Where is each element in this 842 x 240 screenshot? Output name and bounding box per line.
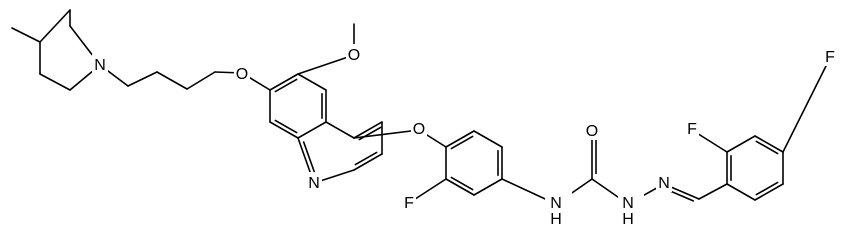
atom-n-quinoline: N [306,172,322,192]
atom-o-carbonyl-label: O [586,123,598,140]
bond-r4-fp [782,57,831,153]
atom-nh-urea-h-label: H [550,211,562,224]
atom-o-methoxy: O [346,44,362,64]
bond-c6-om [297,54,355,75]
atom-o-aryl-ether: O [411,118,427,138]
bond-me4-pc4 [11,27,41,43]
atom-f-para: F [823,46,837,66]
atom-n-imine: N [656,172,672,192]
bond-r2-r3 [726,135,756,153]
atom-f-ortho-label: F [687,121,697,138]
atom-f-ortho: F [685,118,699,138]
chemical-structure-diagram: O O N O N F NH O NH N F F [11,9,837,224]
bond-c4-c3 [353,121,383,139]
bond-b1-b2-double [450,135,474,150]
atom-f-phenyl: F [402,192,416,212]
bond-c8a-c8 [269,121,299,139]
atom-nh-hydrazide-n-label: N [622,195,634,212]
bond-pc3a-pc2a [39,73,71,91]
bond-ch-r1 [698,183,728,200]
bond-b5-b6 [445,178,475,196]
atom-nh-hydrazide: NH [618,192,644,224]
bond-c7-c6 [269,73,299,91]
bond-r6-r1 [726,183,756,201]
bond-c4a-c4 [325,121,355,139]
bond-c6-c5 [297,73,327,91]
bond-c7-c6-double [274,78,298,93]
bond-b4-b5 [473,178,503,196]
atom-f-para-label: F [825,49,835,66]
bond-r5-r6 [754,183,784,201]
atom-nh-urea: NH [545,192,572,224]
bond-nq-c8a-double [302,141,317,178]
bond-lines [11,9,831,205]
bond-b2-b3 [473,130,503,148]
bond-b1-b2 [445,130,475,148]
atom-o-methoxy-label: O [348,47,360,64]
atom-n-piperidine-label: N [94,57,106,74]
bond-c4a-c8a [297,121,327,139]
bond-r3-r4 [754,135,784,153]
atom-n-quinoline-label: N [308,175,320,192]
bond-c8a-c8-double [274,119,298,134]
bond-ch2c-ch2d [186,71,216,90]
atom-nh-urea-n-label: N [550,195,562,212]
atom-n-piperidine: N [92,54,108,74]
atom-o-propoxy: O [234,63,250,83]
atom-f-phenyl-label: F [404,195,414,212]
bond-r5-r6-double [755,181,779,196]
bond-r3-r4-double [755,140,779,155]
atom-labels: O O N O N F NH O NH N F F [92,44,837,224]
bond-c2-c1 [353,153,383,171]
atom-n-imine-label: N [658,175,670,192]
bond-c2-c1-double [354,151,378,166]
atom-o-aryl-ether-label: O [413,121,425,138]
atom-o-carbonyl: O [584,120,600,140]
bond-pc3b-pc4 [39,9,71,43]
bond-c4-oa [353,129,420,139]
bond-ch2b-ch2c [156,71,188,90]
bond-b5-b6-double [450,176,474,191]
bond-ch2a-ch2b [127,71,158,87]
atom-nh-hydrazide-h-label: H [622,211,634,224]
atom-o-propoxy-label: O [236,66,248,83]
